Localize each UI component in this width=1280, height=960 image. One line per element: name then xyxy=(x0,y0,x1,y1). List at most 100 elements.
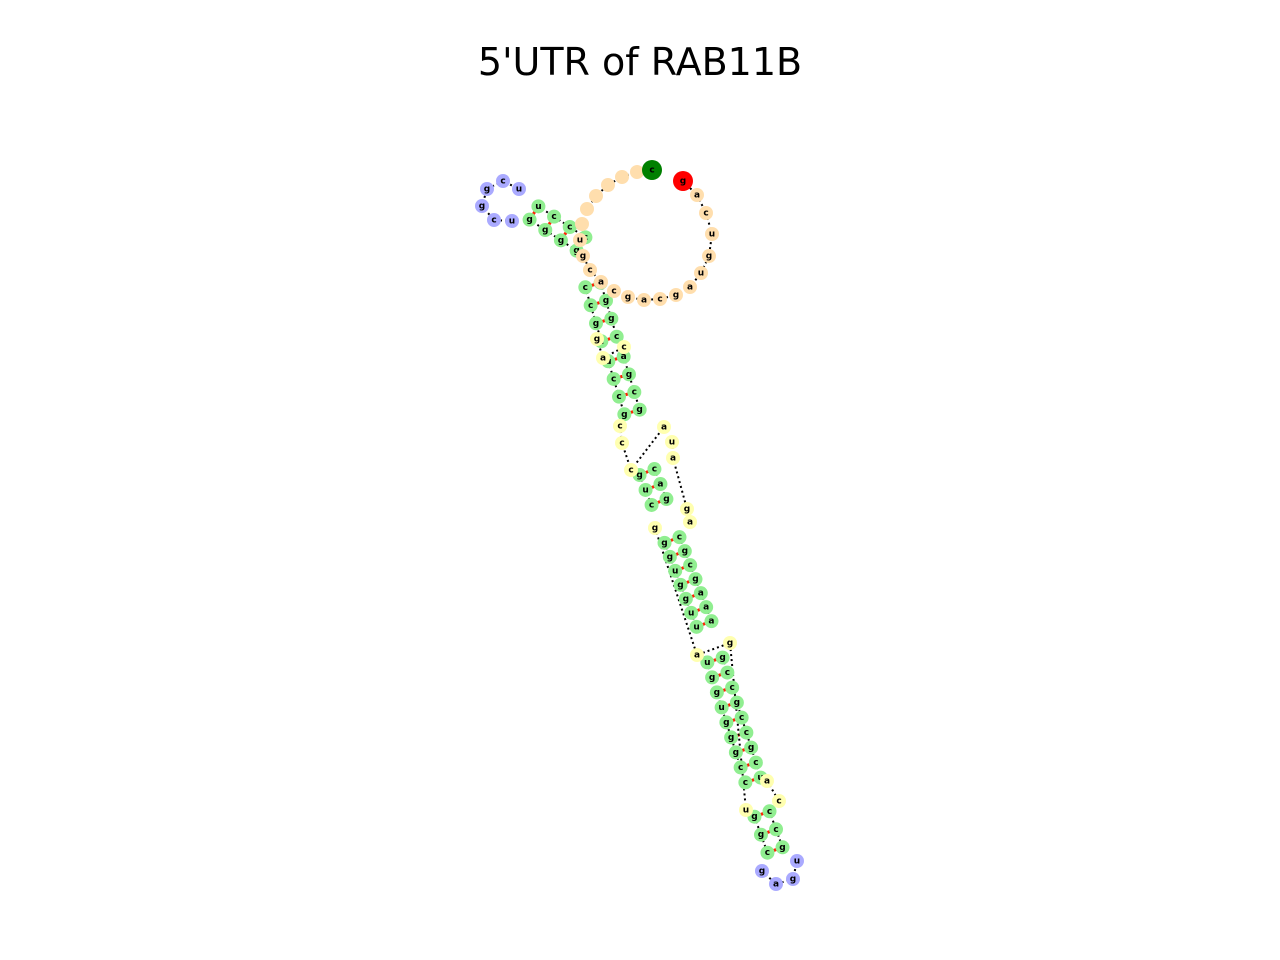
svg-text:c: c xyxy=(588,301,593,311)
svg-text:g: g xyxy=(661,538,667,548)
svg-text:a: a xyxy=(687,283,693,293)
svg-text:g: g xyxy=(706,252,712,262)
five-prime-end-marker: c xyxy=(642,160,662,180)
interior-loop-nucleotide: a xyxy=(690,648,704,662)
svg-text:g: g xyxy=(573,246,579,256)
svg-text:g: g xyxy=(652,524,658,534)
exterior-loop-nucleotide: u xyxy=(573,233,587,247)
svg-text:c: c xyxy=(649,166,654,176)
stem-nucleotide: g xyxy=(705,670,720,685)
svg-text:c: c xyxy=(738,763,743,773)
svg-text:c: c xyxy=(551,212,556,222)
backbone-strand xyxy=(599,282,618,338)
svg-text:c: c xyxy=(773,825,778,835)
base-pair-bonds xyxy=(480,169,798,886)
stem-nucleotide: c xyxy=(647,462,662,477)
svg-text:g: g xyxy=(692,575,698,585)
interior-loop-nucleotide: a xyxy=(683,515,697,529)
stem-nucleotide: c xyxy=(748,755,763,770)
stem-nucleotide: g xyxy=(673,577,688,592)
svg-text:g: g xyxy=(608,314,614,324)
interior-loop-nucleotide: c xyxy=(772,794,786,808)
svg-text:c: c xyxy=(491,216,496,226)
stem-nucleotide: c xyxy=(720,665,735,680)
diagram-title: 5'UTR of RAB11B xyxy=(477,40,803,84)
svg-text:u: u xyxy=(757,773,763,783)
svg-text:u: u xyxy=(709,230,715,240)
svg-text:g: g xyxy=(714,688,720,698)
hairpin-loop-nucleotide: g xyxy=(480,182,494,196)
svg-text:g: g xyxy=(734,698,740,708)
interior-loop-nucleotide: c xyxy=(615,436,629,450)
stem-nucleotide: g xyxy=(588,316,603,331)
svg-text:g: g xyxy=(558,236,564,246)
interior-loop-nucleotide: a xyxy=(666,451,680,465)
svg-text:u: u xyxy=(509,217,515,227)
stem-nucleotide: u xyxy=(700,655,715,670)
hairpin-loop-nucleotide: g xyxy=(475,199,489,213)
interior-loop-nucleotide: u xyxy=(739,803,753,817)
backbone-loop xyxy=(654,527,747,811)
stem-nucleotide: c xyxy=(578,280,593,295)
svg-text:g: g xyxy=(779,843,785,853)
stem-nucleotide: g xyxy=(744,740,759,755)
svg-text:u: u xyxy=(642,485,648,495)
exterior-loop-nucleotide xyxy=(630,165,644,179)
hairpin-loop-nucleotide: u xyxy=(505,214,519,228)
stem-nucleotide: a xyxy=(699,600,714,615)
svg-text:a: a xyxy=(657,480,663,490)
svg-text:a: a xyxy=(698,589,704,599)
stem-nucleotide: u xyxy=(714,700,729,715)
stem-nucleotide: g xyxy=(657,535,672,550)
exterior-loop-nucleotide: c xyxy=(583,263,597,277)
exterior-loop-nucleotide: g xyxy=(576,249,590,263)
svg-text:g: g xyxy=(677,580,683,590)
svg-text:g: g xyxy=(593,319,599,329)
interior-loop-nucleotide: c xyxy=(624,463,638,477)
stem-nucleotide: c xyxy=(739,725,754,740)
stem-nucleotide: c xyxy=(683,558,698,573)
svg-text:g: g xyxy=(479,202,485,212)
stem-nucleotide: g xyxy=(709,685,724,700)
stem-nucleotide: g xyxy=(604,311,619,326)
exterior-loop-nucleotide: c xyxy=(699,206,713,220)
svg-text:g: g xyxy=(683,594,689,604)
svg-text:u: u xyxy=(577,236,583,246)
svg-text:g: g xyxy=(723,718,729,728)
stem-nucleotide: a xyxy=(693,586,708,601)
svg-text:a: a xyxy=(764,777,770,787)
stem-nucleotide: c xyxy=(609,329,624,344)
svg-text:g: g xyxy=(625,293,631,303)
exterior-loop-nucleotide: c xyxy=(607,284,621,298)
svg-text:g: g xyxy=(673,291,679,301)
stem-nucleotide: c xyxy=(762,804,777,819)
three-prime-end-marker: g xyxy=(673,171,693,191)
svg-text:c: c xyxy=(619,439,624,449)
backbone-strand xyxy=(529,218,578,252)
exterior-loop-nucleotide: c xyxy=(653,292,667,306)
stem-nucleotide: c xyxy=(672,530,687,545)
stem-nucleotide: c xyxy=(547,209,562,224)
interior-loop-nucleotide: a xyxy=(657,420,671,434)
svg-text:g: g xyxy=(728,733,734,743)
svg-text:c: c xyxy=(632,388,637,398)
svg-text:g: g xyxy=(636,470,642,480)
stem-nucleotide: g xyxy=(632,402,647,417)
svg-text:g: g xyxy=(663,495,669,505)
svg-text:a: a xyxy=(621,352,627,362)
svg-text:g: g xyxy=(759,867,765,877)
svg-text:c: c xyxy=(621,343,626,353)
stem-nucleotide: g xyxy=(678,591,693,606)
stem-nucleotide: c xyxy=(562,219,577,234)
stem-nucleotide: g xyxy=(659,492,674,507)
svg-text:a: a xyxy=(687,518,693,528)
svg-text:g: g xyxy=(594,335,600,345)
stem-nucleotide: g xyxy=(724,730,739,745)
stem-nucleotide: g xyxy=(715,650,730,665)
interior-loop-nucleotide: a xyxy=(596,351,610,365)
stem-nucleotide: g xyxy=(553,233,568,248)
svg-text:a: a xyxy=(670,454,676,464)
stem-nucleotide: g xyxy=(522,212,537,227)
svg-text:g: g xyxy=(790,875,796,885)
svg-text:c: c xyxy=(729,683,734,693)
